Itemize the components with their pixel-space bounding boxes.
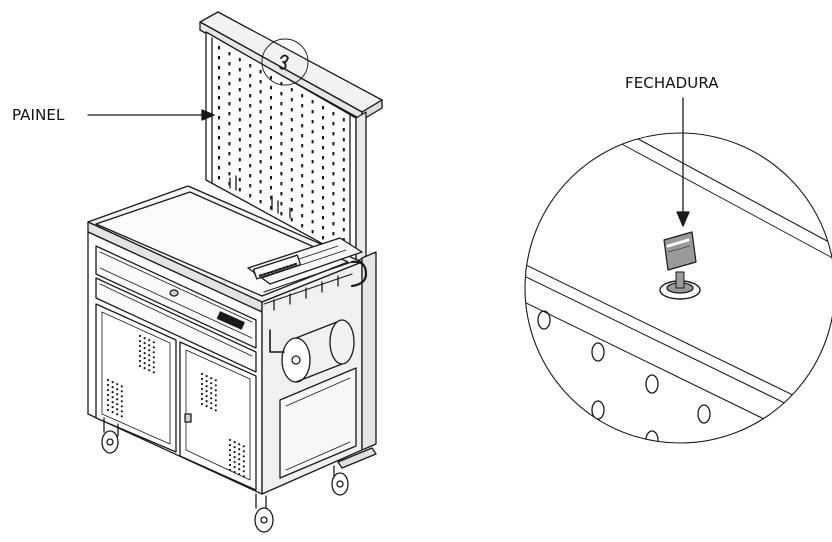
casters [101, 417, 349, 533]
lock-detail-circle [524, 132, 832, 444]
key-lock-icon [659, 231, 701, 300]
panel-label: PAINEL [12, 106, 65, 124]
tool-cart-body [87, 185, 377, 495]
lock-arrow [676, 97, 690, 227]
detail-circle [261, 38, 309, 86]
pegboard-panel [199, 11, 383, 263]
lock-label: FECHADURA [625, 74, 719, 92]
pegboard-holes [218, 46, 345, 252]
door-vents [106, 334, 245, 478]
panel-arrow [87, 109, 215, 121]
